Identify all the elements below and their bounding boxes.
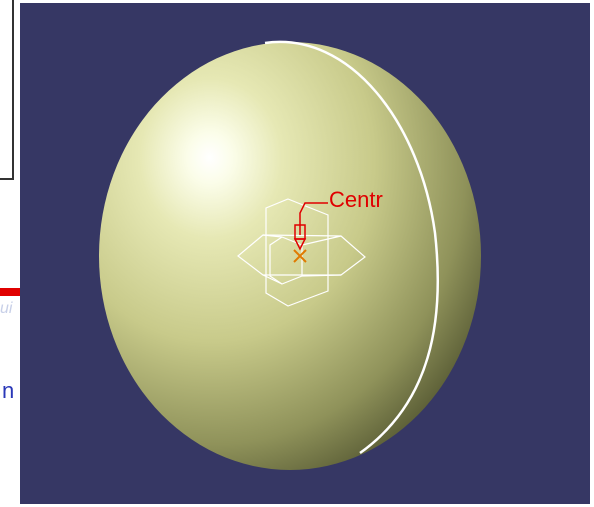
annotation-label: Centr bbox=[329, 187, 383, 212]
viewport-canvas[interactable]: Centr bbox=[20, 3, 590, 504]
sphere-surface[interactable] bbox=[99, 42, 481, 470]
center-point-annotation[interactable]: Centr bbox=[293, 187, 383, 263]
sphere-edge-line[interactable] bbox=[264, 40, 440, 455]
left-panel-letter: n bbox=[2, 378, 15, 403]
watermark-text: ui bbox=[0, 300, 13, 317]
3d-viewport[interactable]: Centr bbox=[20, 3, 590, 504]
axis-system-icon[interactable] bbox=[237, 198, 366, 307]
left-panel-frame bbox=[0, 0, 14, 180]
center-point-marker-icon[interactable] bbox=[293, 249, 307, 263]
